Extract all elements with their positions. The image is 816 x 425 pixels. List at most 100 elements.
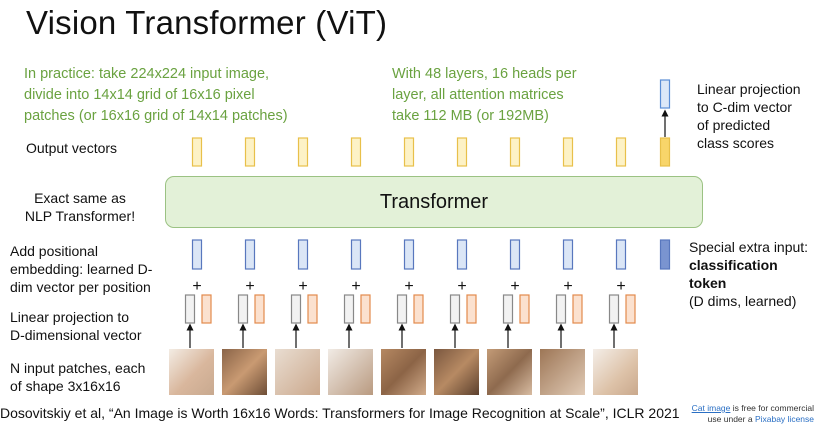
cat-patch-image bbox=[540, 349, 585, 395]
cat-patch-image bbox=[222, 349, 267, 395]
projected-patch-vector bbox=[290, 294, 302, 324]
patch-embedding bbox=[466, 294, 477, 324]
note-memory: With 48 layers, 16 heads per layer, all … bbox=[392, 64, 577, 127]
label-output-vectors: Output vectors bbox=[26, 140, 118, 156]
label-classification-token: Special extra input: classification toke… bbox=[689, 238, 816, 310]
label-patches-line: N input patches, each bbox=[10, 360, 146, 376]
position-embedding bbox=[615, 239, 627, 270]
class-output-vector bbox=[659, 137, 671, 167]
label-same-line: Exact same as bbox=[34, 190, 126, 206]
note-practice-line: In practice: take 224x224 input image, bbox=[24, 66, 270, 82]
output-vector bbox=[456, 137, 468, 167]
projected-patch-vector bbox=[555, 294, 567, 324]
class-scores-vector bbox=[659, 79, 671, 109]
label-positional-line: Add positional bbox=[10, 243, 98, 259]
output-vector bbox=[403, 137, 415, 167]
label-projection-line: D-dimensional vector bbox=[10, 327, 142, 343]
output-vector bbox=[509, 137, 521, 167]
projected-patch-vector bbox=[396, 294, 408, 324]
note-memory-line: take 112 MB (or 192MB) bbox=[392, 108, 549, 124]
output-vector bbox=[615, 137, 627, 167]
patch-embedding bbox=[413, 294, 424, 324]
output-vector bbox=[350, 137, 362, 167]
cat-patch-image bbox=[275, 349, 320, 395]
pixabay-license-link[interactable]: Pixabay license bbox=[754, 414, 814, 424]
cat-patch-image bbox=[487, 349, 532, 395]
patch-embedding bbox=[625, 294, 636, 324]
label-class-scores-line: of predicted bbox=[697, 117, 771, 133]
position-embedding bbox=[456, 239, 468, 270]
plus-sign: + bbox=[192, 278, 201, 295]
note-memory-line: With 48 layers, 16 heads per bbox=[392, 66, 577, 82]
plus-sign: + bbox=[563, 278, 572, 295]
transformer-block: Transformer bbox=[165, 176, 703, 228]
label-class-scores-line: Linear projection bbox=[697, 81, 801, 97]
position-embedding bbox=[350, 239, 362, 270]
label-class-scores: Linear projection to C-dim vector of pre… bbox=[697, 80, 801, 152]
note-practice-line: divide into 14x14 grid of 16x16 pixel bbox=[24, 87, 255, 103]
patch-embedding bbox=[307, 294, 318, 324]
classification-token bbox=[659, 239, 671, 270]
position-embedding bbox=[244, 239, 256, 270]
projected-patch-vector bbox=[608, 294, 620, 324]
cat-patch-image bbox=[593, 349, 638, 395]
note-practice-line: patches (or 16x16 grid of 14x14 patches) bbox=[24, 108, 288, 124]
position-embedding bbox=[297, 239, 309, 270]
patch-embedding bbox=[254, 294, 265, 324]
plus-sign: + bbox=[351, 278, 360, 295]
credit-text-2: use under a bbox=[707, 414, 755, 424]
plus-sign: + bbox=[616, 278, 625, 295]
label-class-scores-line: class scores bbox=[697, 135, 775, 151]
label-positional-line: dim vector per position bbox=[10, 279, 151, 295]
label-special-line: Special extra input: bbox=[689, 239, 809, 255]
label-same-line: NLP Transformer! bbox=[24, 208, 136, 224]
token-columns: + + + + + + + + + bbox=[169, 137, 638, 395]
cat-patch-image bbox=[328, 349, 373, 395]
cat-image-link[interactable]: Cat image bbox=[691, 403, 731, 413]
position-embedding bbox=[509, 239, 521, 270]
transformer-label: Transformer bbox=[379, 190, 489, 213]
patch-embedding bbox=[519, 294, 530, 324]
projected-patch-vector bbox=[449, 294, 461, 324]
note-memory-line: layer, all attention matrices bbox=[392, 87, 564, 103]
cat-patch-image bbox=[381, 349, 426, 395]
projected-patch-vector bbox=[502, 294, 514, 324]
position-embedding bbox=[191, 239, 203, 270]
citation: Dosovitskiy et al, “An Image is Worth 16… bbox=[0, 405, 680, 421]
image-credit: Cat image is free for commercial use und… bbox=[672, 403, 814, 425]
label-positional-line: embedding: learned D- bbox=[10, 261, 153, 277]
cat-patch-image bbox=[434, 349, 479, 395]
note-practice: In practice: take 224x224 input image, d… bbox=[24, 64, 288, 127]
plus-sign: + bbox=[510, 278, 519, 295]
output-vector bbox=[562, 137, 574, 167]
position-embedding bbox=[562, 239, 574, 270]
label-special-bold: classification token bbox=[689, 257, 778, 291]
label-linear-projection: Linear projection to D-dimensional vecto… bbox=[10, 308, 142, 344]
patch-embedding bbox=[360, 294, 371, 324]
plus-sign: + bbox=[457, 278, 466, 295]
label-patches-line: of shape 3x16x16 bbox=[10, 378, 121, 394]
label-input-patches: N input patches, each of shape 3x16x16 bbox=[10, 359, 145, 395]
plus-sign: + bbox=[404, 278, 413, 295]
label-special-line: (D dims, learned) bbox=[689, 293, 797, 309]
slide-title: Vision Transformer (ViT) bbox=[26, 4, 388, 41]
projected-patch-vector bbox=[237, 294, 249, 324]
label-positional-embedding: Add positional embedding: learned D- dim… bbox=[10, 242, 152, 296]
label-projection-line: Linear projection to bbox=[10, 309, 130, 325]
credit-text: is free for commercial bbox=[730, 403, 814, 413]
plus-sign: + bbox=[245, 278, 254, 295]
patch-embedding bbox=[572, 294, 583, 324]
label-same-as-nlp: Exact same as NLP Transformer! bbox=[10, 189, 150, 225]
plus-sign: + bbox=[298, 278, 307, 295]
label-class-scores-line: to C-dim vector bbox=[697, 99, 792, 115]
projected-patch-vector bbox=[184, 294, 196, 324]
output-vector bbox=[191, 137, 203, 167]
position-embedding bbox=[403, 239, 415, 270]
output-vector bbox=[244, 137, 256, 167]
patch-embedding bbox=[201, 294, 212, 324]
output-vector bbox=[297, 137, 309, 167]
projected-patch-vector bbox=[343, 294, 355, 324]
cat-patch-image bbox=[169, 349, 214, 395]
class-token-column bbox=[659, 79, 671, 270]
